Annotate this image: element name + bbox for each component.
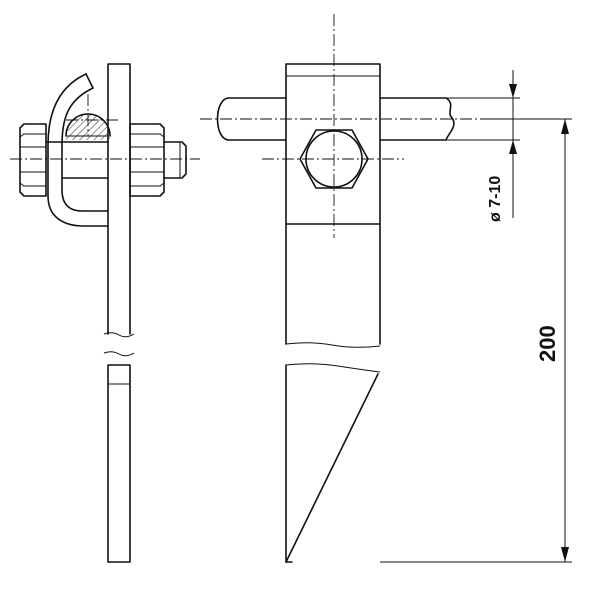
rod-section <box>65 113 111 140</box>
dimension-length <box>380 118 572 563</box>
side-plate <box>103 63 135 563</box>
u-clamp <box>47 73 109 227</box>
rod-front <box>216 97 455 141</box>
dimension-diameter <box>446 70 520 218</box>
front-body <box>285 63 381 563</box>
side-view <box>10 63 200 563</box>
left-nut <box>19 123 47 197</box>
bolt-end <box>163 141 187 179</box>
diameter-label: ø 7-10 <box>487 176 504 222</box>
front-view <box>200 14 484 563</box>
length-label: 200 <box>535 325 560 362</box>
right-nut <box>129 123 165 197</box>
